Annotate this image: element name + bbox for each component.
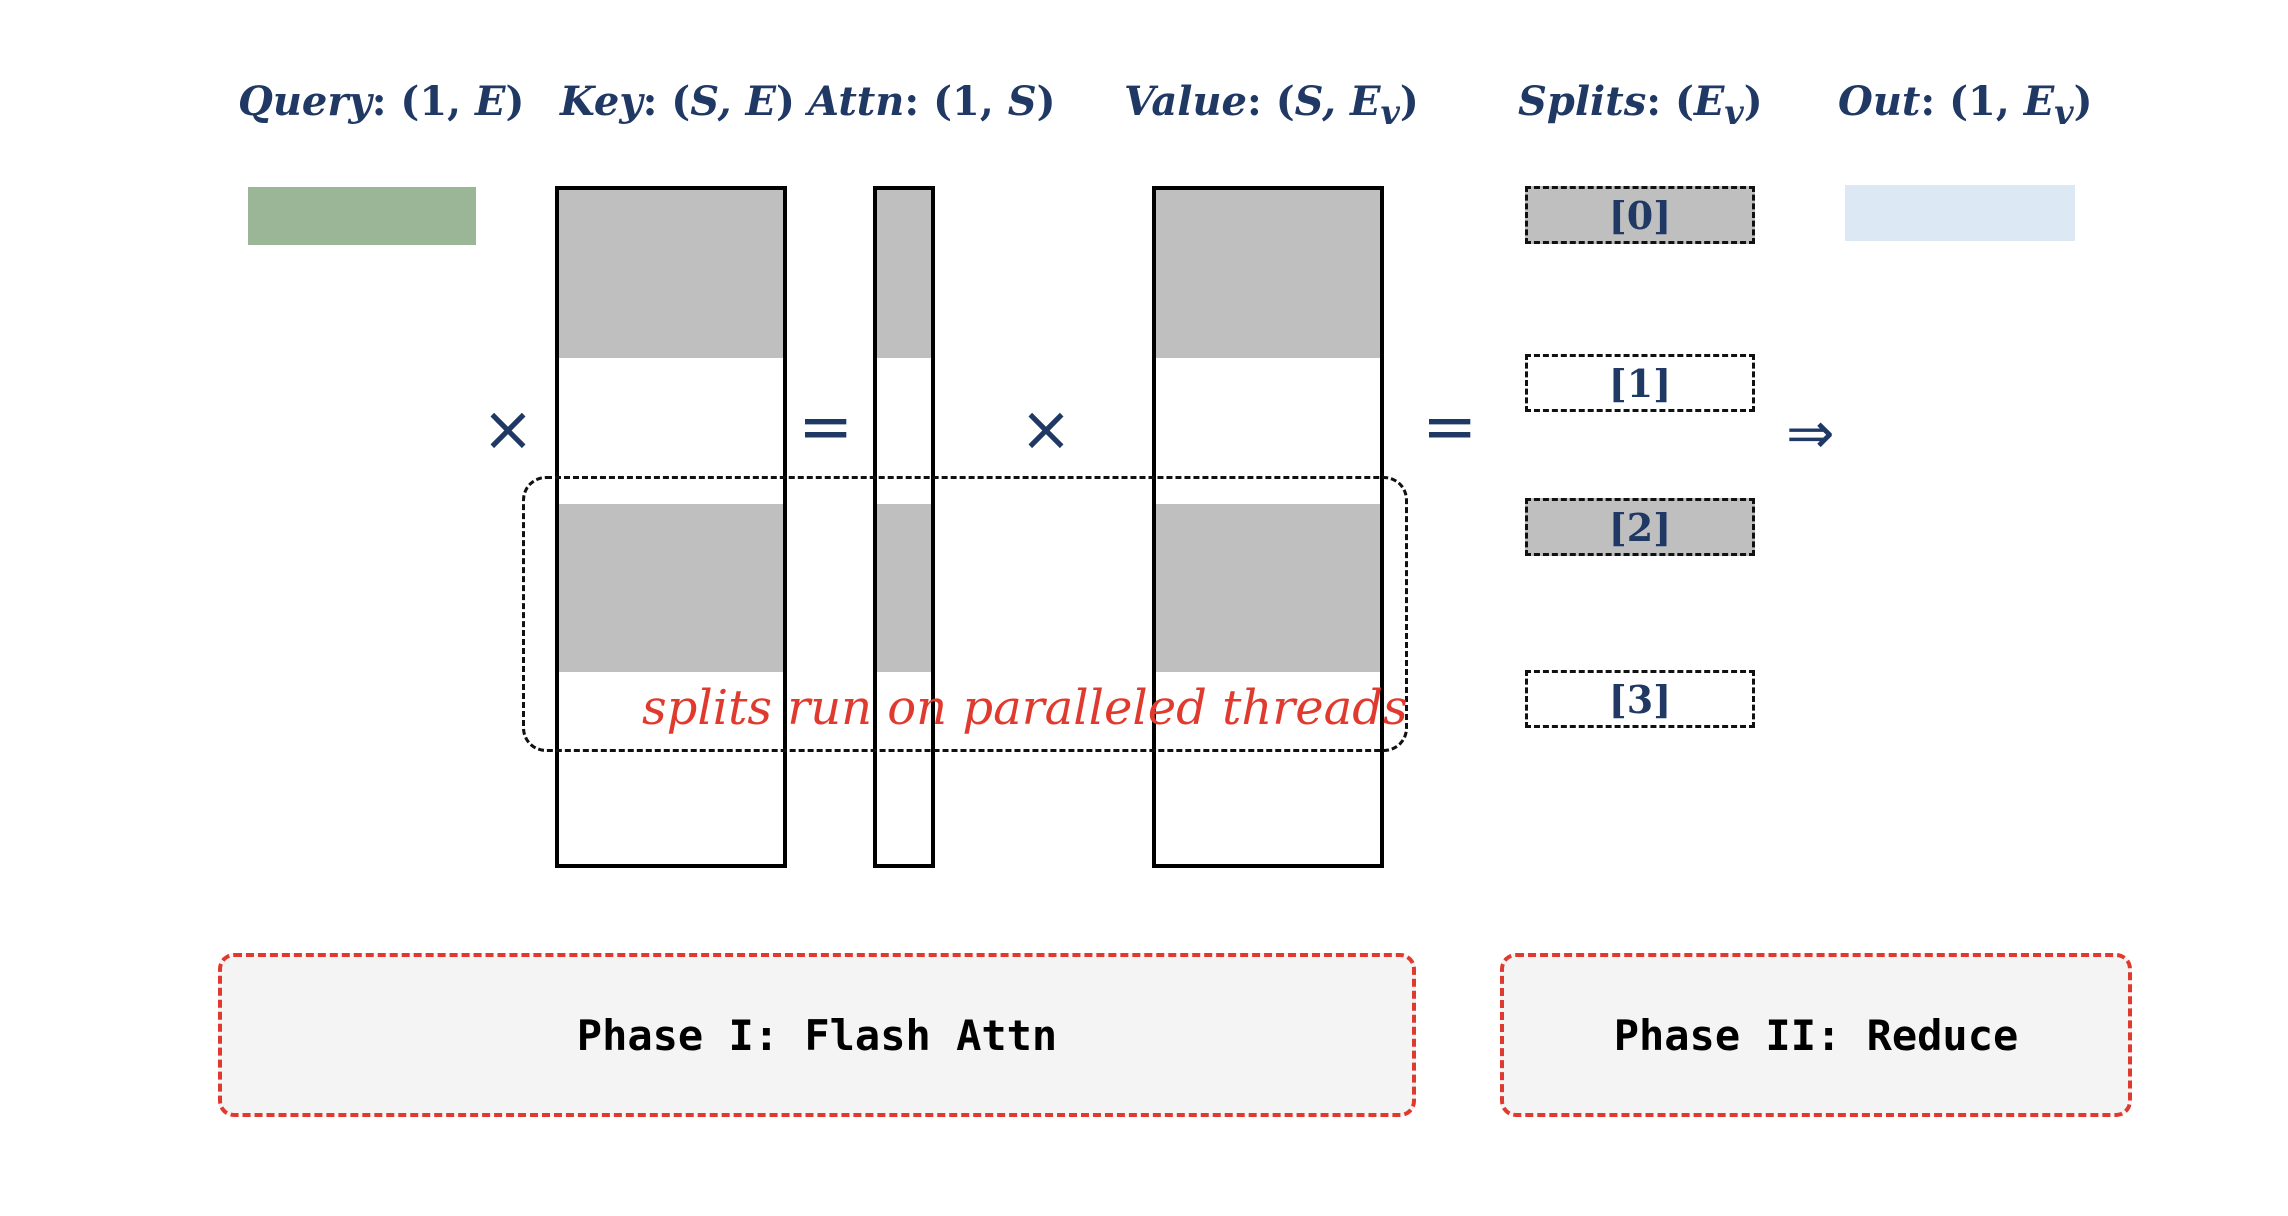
key-header: Key: (S, E) <box>560 78 795 125</box>
implies-arrow-icon: ⇒ <box>1786 399 1835 467</box>
times-operator-1: × <box>482 392 534 465</box>
key-block-2 <box>559 504 783 672</box>
split-1: [1] <box>1525 354 1755 412</box>
value-matrix <box>1152 186 1384 868</box>
equals-operator-2: = <box>1422 388 1478 465</box>
key-matrix <box>555 186 787 868</box>
attn-vector <box>873 186 935 868</box>
times-operator-2: × <box>1020 392 1072 465</box>
attn-block-0 <box>877 190 931 358</box>
split-2: [2] <box>1525 498 1755 556</box>
value-block-0 <box>1156 190 1380 358</box>
split-0: [0] <box>1525 186 1755 244</box>
out-header: Out: (1, Ev) <box>1838 78 2093 132</box>
out-vector <box>1845 185 2075 241</box>
phase-1-box: Phase I: Flash Attn <box>218 953 1416 1117</box>
parallel-threads-region <box>522 476 1408 752</box>
query-header: Query: (1, E) <box>238 78 525 125</box>
attn-header: Attn: (1, S) <box>808 78 1056 125</box>
attn-block-2 <box>877 504 931 672</box>
value-block-2 <box>1156 504 1380 672</box>
phase-2-box: Phase II: Reduce <box>1500 953 2132 1117</box>
phase-2-label: Phase II: Reduce <box>1613 1010 2019 1060</box>
splits-header: Splits: (Ev) <box>1518 78 1763 132</box>
phase-1-label: Phase I: Flash Attn <box>576 1010 1058 1060</box>
equals-operator-1: = <box>798 388 854 465</box>
value-header: Value: (S, Ev) <box>1124 78 1419 132</box>
key-block-0 <box>559 190 783 358</box>
query-vector <box>248 187 476 245</box>
parallel-threads-annotation: splits run on paralleled threads <box>642 680 1408 736</box>
split-3: [3] <box>1525 670 1755 728</box>
